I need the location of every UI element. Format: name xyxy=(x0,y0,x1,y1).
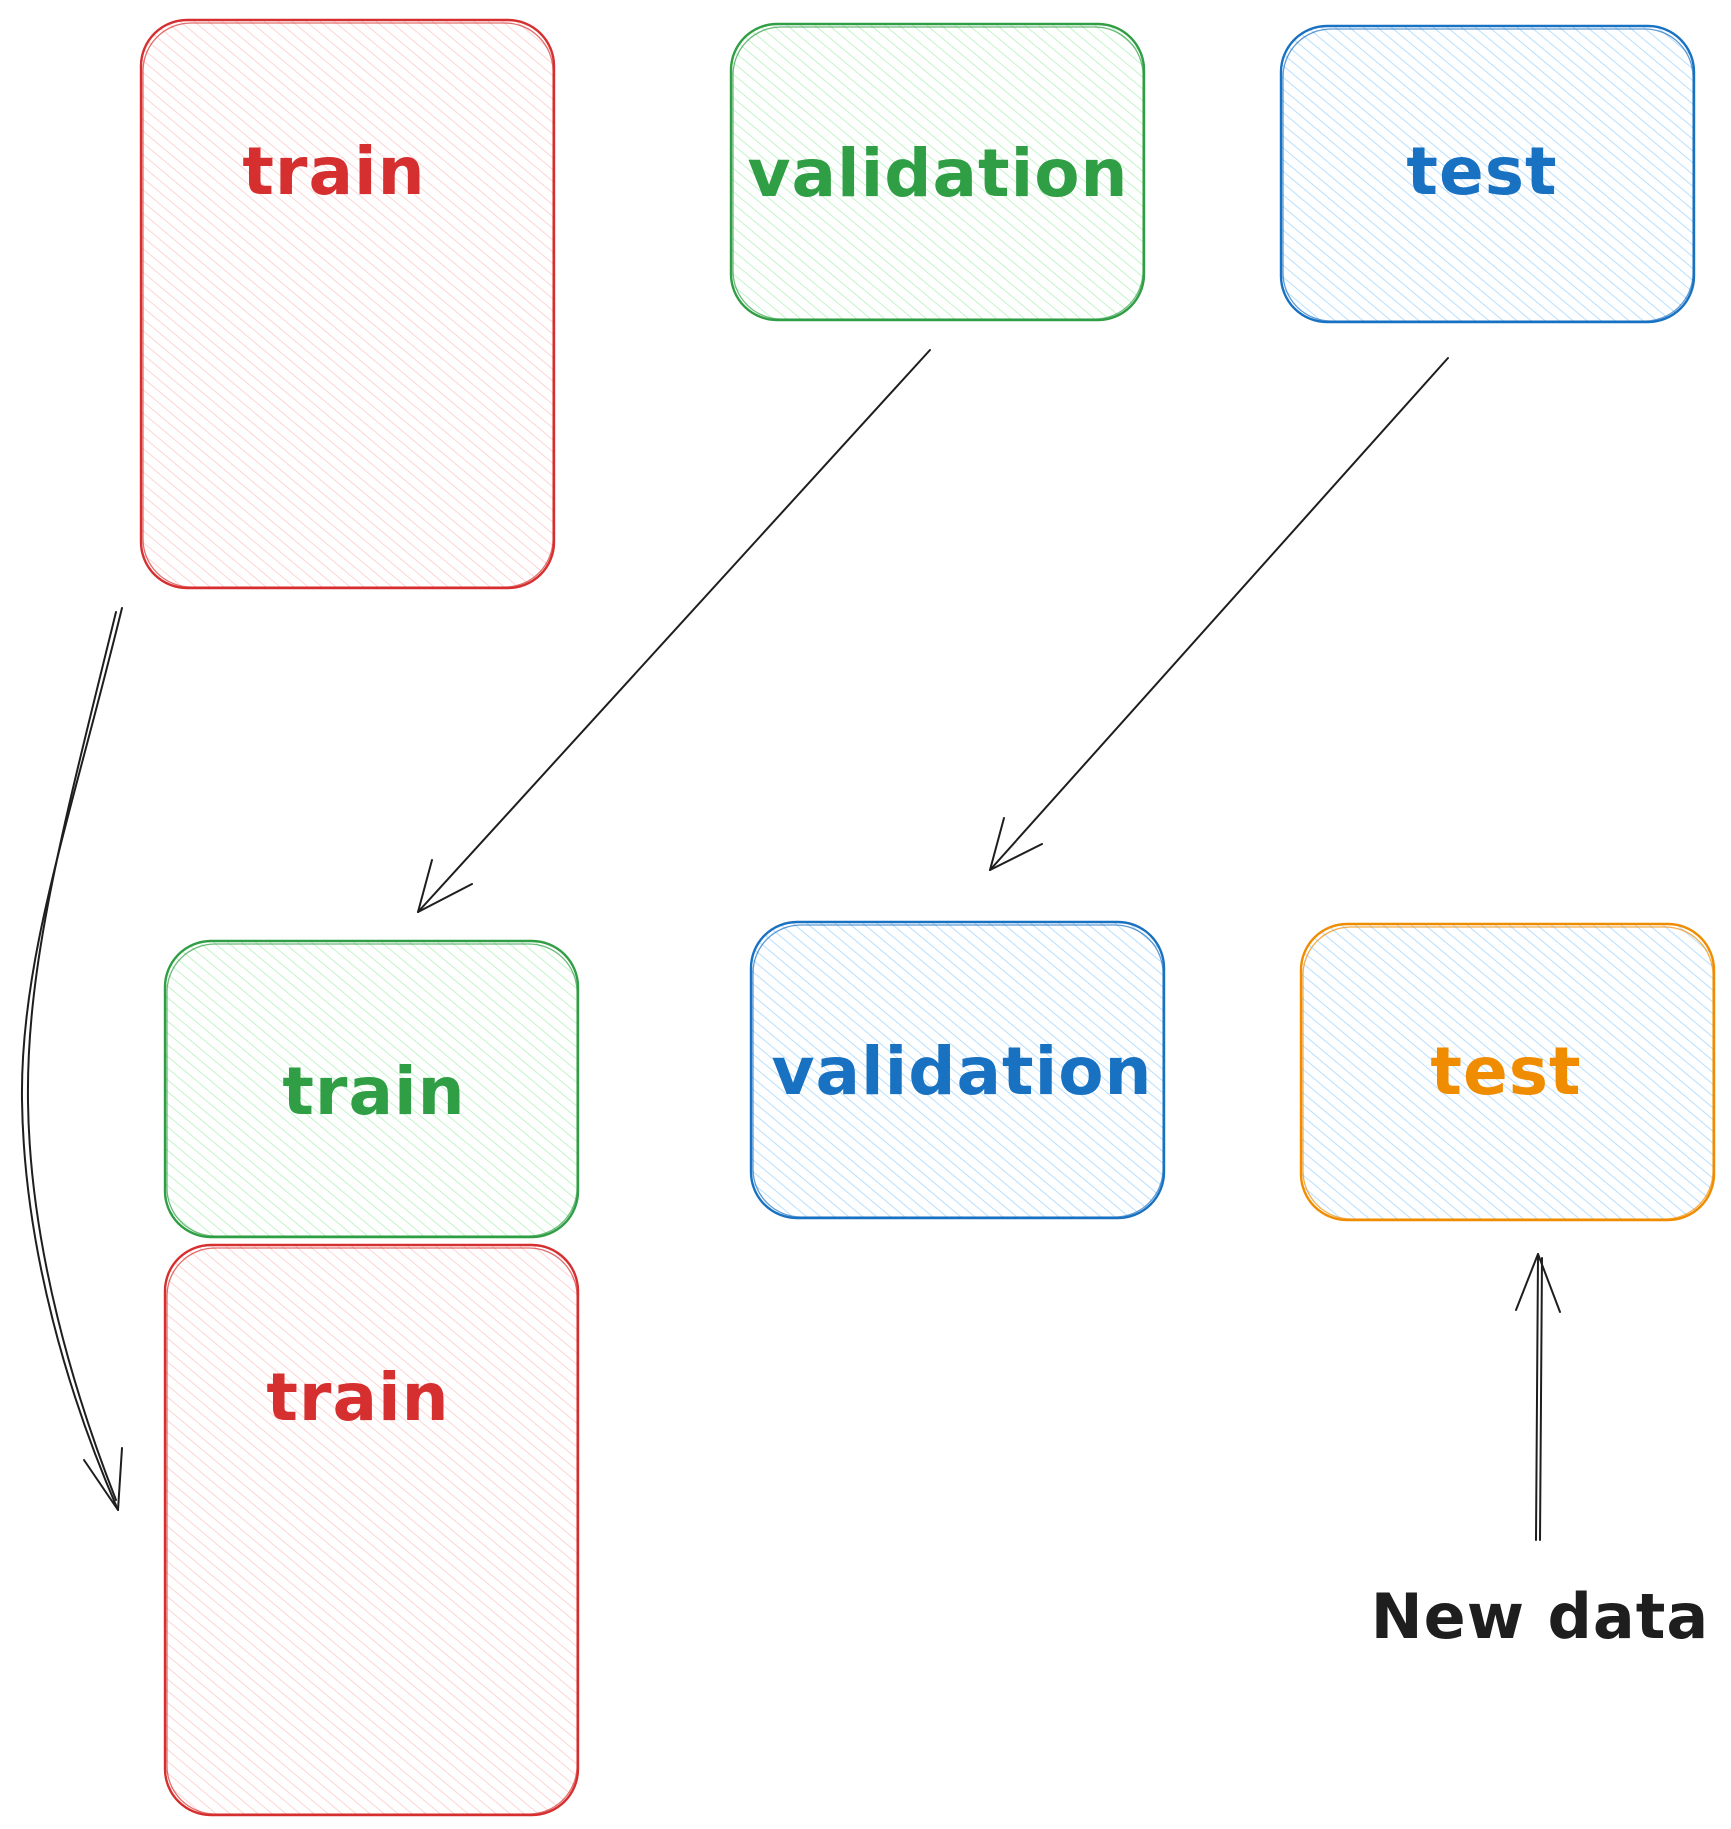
top-validation-label: validation xyxy=(747,135,1128,212)
arrow-new-data-to-test xyxy=(1515,1253,1561,1541)
bottom-test-box: test xyxy=(1299,922,1716,1222)
new-data-label: New data xyxy=(1371,1580,1710,1653)
top-train-box: train xyxy=(139,18,556,590)
bottom-train-lower-box: train xyxy=(163,1243,580,1817)
bottom-train-lower-label: train xyxy=(266,1359,449,1436)
top-test-label: test xyxy=(1406,133,1557,210)
bottom-train-upper-box: train xyxy=(163,939,580,1239)
arrow-train-to-train xyxy=(20,607,123,1511)
bottom-train-upper-label: train xyxy=(282,1053,465,1130)
bottom-validation-label: validation xyxy=(771,1033,1152,1110)
top-test-box: test xyxy=(1279,24,1696,324)
top-train-label: train xyxy=(242,133,425,210)
bottom-test-label: test xyxy=(1430,1033,1581,1110)
arrow-validation-to-train xyxy=(417,349,931,913)
arrow-test-to-validation xyxy=(989,357,1449,871)
top-validation-box: validation xyxy=(729,22,1146,322)
bottom-validation-box: validation xyxy=(749,920,1166,1220)
